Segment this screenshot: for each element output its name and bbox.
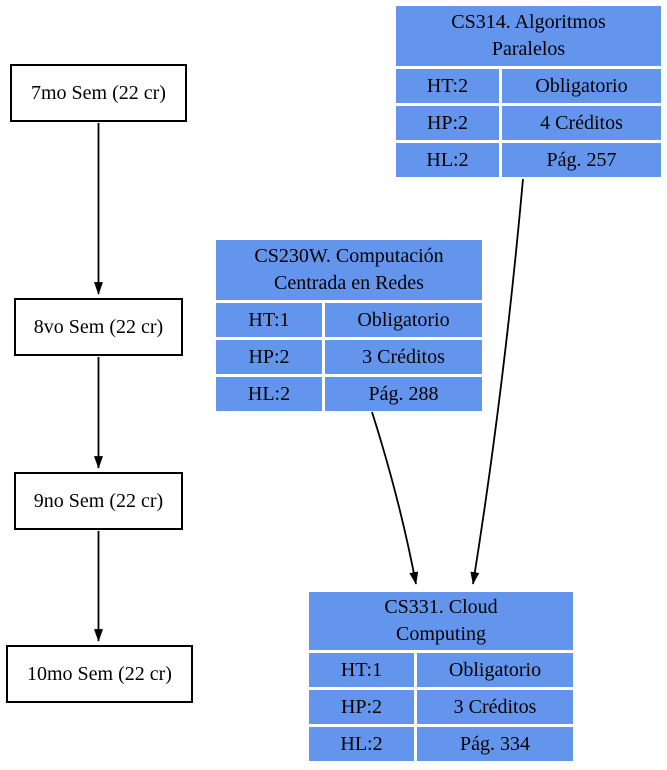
semester-node-7mo: 7mo Sem (22 cr) xyxy=(10,64,187,122)
course-row-key: HP:2 xyxy=(216,340,322,374)
course-row-key: HT:1 xyxy=(309,653,414,687)
course-node-cs230w: CS230W. Computación Centrada en Redes HT… xyxy=(216,240,482,411)
course-row-value: 3 Créditos xyxy=(325,340,482,374)
course-title: CS230W. Computación Centrada en Redes xyxy=(216,240,482,300)
course-title-line1: CS230W. Computación xyxy=(254,245,444,267)
semester-node-10mo: 10mo Sem (22 cr) xyxy=(6,645,193,703)
semester-label: 9no Sem (22 cr) xyxy=(33,489,164,512)
semester-node-8vo: 8vo Sem (22 cr) xyxy=(14,298,183,356)
course-title-line1: CS314. Algoritmos xyxy=(451,11,606,33)
course-title-line2: Centrada en Redes xyxy=(274,272,424,294)
course-row-key: HL:2 xyxy=(309,727,414,761)
semester-label: 8vo Sem (22 cr) xyxy=(33,315,164,338)
course-row-key: HT:2 xyxy=(396,69,499,103)
course-node-cs331: CS331. Cloud Computing HT:1 Obligatorio … xyxy=(309,592,573,761)
course-row-value: Obligatorio xyxy=(325,303,482,337)
course-title: CS331. Cloud Computing xyxy=(309,592,573,650)
semester-label: 7mo Sem (22 cr) xyxy=(31,81,166,104)
course-row-value: Obligatorio xyxy=(417,653,573,687)
course-row-key: HT:1 xyxy=(216,303,322,337)
course-row-value: 4 Créditos xyxy=(502,106,661,140)
edge-cs230w-to-cs331 xyxy=(371,411,419,585)
course-row-value: 3 Créditos xyxy=(417,690,573,724)
course-row-value: Obligatorio xyxy=(502,69,661,103)
course-row-key: HP:2 xyxy=(309,690,414,724)
course-row-key: HL:2 xyxy=(396,143,499,177)
course-row-value: Pág. 288 xyxy=(325,377,482,411)
course-title-line2: Computing xyxy=(395,623,486,645)
course-node-cs314: CS314. Algoritmos Paralelos HT:2 Obligat… xyxy=(396,6,661,177)
course-row-value: Pág. 334 xyxy=(417,727,573,761)
course-row-key: HP:2 xyxy=(396,106,499,140)
course-title-line2: Paralelos xyxy=(491,38,566,60)
course-row-key: HL:2 xyxy=(216,377,322,411)
course-title-line1: CS331. Cloud xyxy=(384,596,498,618)
course-row-value: Pág. 257 xyxy=(502,143,661,177)
course-title: CS314. Algoritmos Paralelos xyxy=(396,6,661,66)
semester-label: 10mo Sem (22 cr) xyxy=(27,662,172,685)
semester-node-9no: 9no Sem (22 cr) xyxy=(14,472,183,530)
